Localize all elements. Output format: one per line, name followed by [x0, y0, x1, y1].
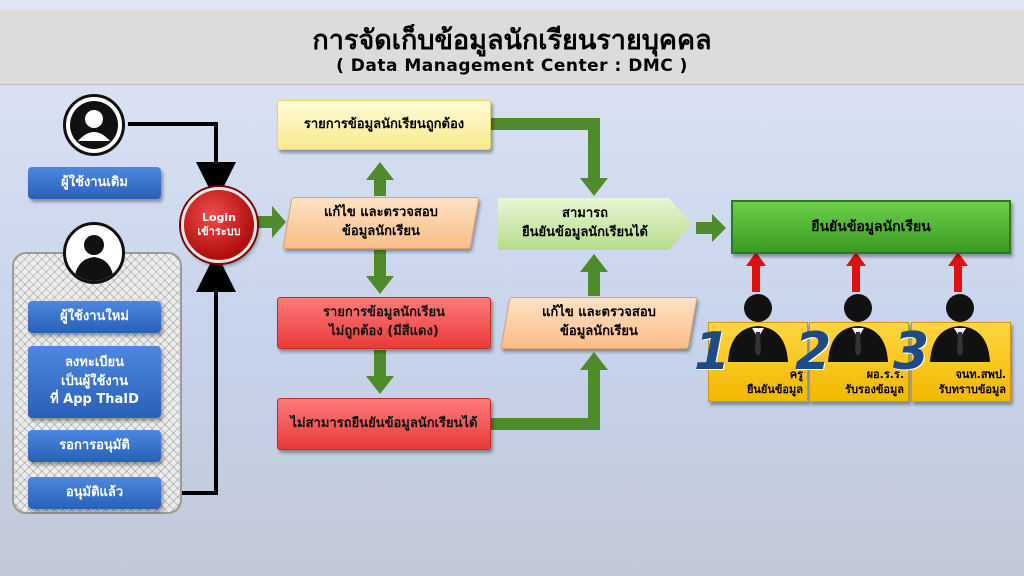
page-title: การจัดเก็บข้อมูลนักเรียนรายบุคคล	[312, 25, 712, 56]
role-3-line-1: จนท.สพป.	[955, 368, 1006, 382]
can-confirm-chevron: สามารถ ยืนยันข้อมูลนักเรียนได้	[498, 198, 692, 250]
approved-button[interactable]: อนุมัติแล้ว	[28, 477, 161, 509]
red-arrow-2	[846, 252, 866, 292]
incorrect-line-1: รายการข้อมูลนักเรียน	[323, 305, 445, 321]
incorrect-line-2: ไม่ถูกต้อง (มีสีแดง)	[329, 324, 439, 339]
role-2-line-1: ผอ.ร.ร.	[866, 368, 904, 382]
existing-user-button[interactable]: ผู้ใช้งานเดิม	[28, 167, 161, 199]
line-approved-to-login	[178, 252, 236, 495]
new-user-button[interactable]: ผู้ใช้งานใหม่	[28, 301, 161, 333]
register-line-2: เป็นผู้ใช้งาน	[61, 373, 128, 389]
page-subtitle: ( Data Management Center : DMC )	[336, 56, 688, 76]
role-1-line-1: ครู	[789, 368, 803, 382]
red-arrow-3	[948, 252, 968, 292]
register-line-1: ลงทะเบียน	[64, 354, 125, 370]
arrow-login-to-edit	[252, 206, 286, 238]
user-icon	[70, 101, 118, 149]
edit-check-1-line-1: แก้ไข และตรวจสอบ	[324, 205, 438, 221]
edit-check-2-line-1: แก้ไข และตรวจสอบ	[542, 305, 656, 321]
role-number-2: 2	[795, 322, 832, 382]
cannot-confirm-box: ไม่สามารถยืนยันข้อมูลนักเรียนได้	[277, 398, 491, 450]
incorrect-list-box: รายการข้อมูลนักเรียน ไม่ถูกต้อง (มีสีแดง…	[277, 297, 491, 349]
waiting-approval-button[interactable]: รอการอนุมัติ	[28, 430, 161, 462]
businessman-icon-2	[828, 294, 888, 362]
role-number-3: 3	[893, 322, 930, 382]
arrow-down-to-incorrect	[366, 250, 394, 294]
person-silhouette-icon	[74, 235, 114, 281]
line-existing-to-login	[128, 122, 236, 202]
register-line-3: ที่ App ThaID	[50, 392, 139, 408]
edit-check-1-line-2: ข้อมูลนักเรียน	[342, 224, 420, 239]
businessman-icon-3	[930, 294, 990, 362]
businessman-icon-1	[728, 294, 788, 362]
role-2-label: ผอ.ร.ร. รับรองข้อมูล	[845, 368, 904, 397]
login-button[interactable]: Login เข้าระบบ	[181, 187, 257, 263]
role-2-line-2: รับรองข้อมูล	[845, 382, 904, 396]
role-1-label: ครู ยืนยันข้อมูล	[747, 368, 803, 397]
arrow-cannot-to-edit2	[490, 352, 608, 430]
edit-check-2-line-2: ข้อมูลนักเรียน	[560, 324, 638, 339]
role-number-1: 1	[694, 322, 731, 382]
new-user-avatar	[63, 222, 125, 284]
role-3-label: จนท.สพป. รับทราบข้อมูล	[939, 368, 1006, 397]
confirm-data-box: ยืนยันข้อมูลนักเรียน	[731, 200, 1011, 254]
arrow-correct-to-can	[490, 118, 608, 196]
login-sub-label: เข้าระบบ	[197, 225, 241, 238]
can-confirm-line-1: สามารถ	[562, 206, 608, 222]
can-confirm-line-2: ยืนยันข้อมูลนักเรียนได้	[522, 225, 648, 240]
arrow-edit2-to-can	[580, 254, 608, 296]
edit-check-box-2: แก้ไข และตรวจสอบ ข้อมูลนักเรียน	[500, 297, 698, 349]
login-label: Login	[201, 210, 237, 224]
edit-check-box-1: แก้ไข และตรวจสอบ ข้อมูลนักเรียน	[282, 197, 480, 249]
arrow-down-to-cannot	[366, 350, 394, 394]
role-1-line-2: ยืนยันข้อมูล	[746, 382, 803, 396]
register-button[interactable]: ลงทะเบียน เป็นผู้ใช้งาน ที่ App ThaID	[28, 346, 161, 418]
existing-user-avatar	[63, 94, 125, 156]
correct-list-box: รายการข้อมูลนักเรียนถูกต้อง	[277, 100, 491, 150]
header-bar: การจัดเก็บข้อมูลนักเรียนรายบุคคล ( Data …	[0, 10, 1024, 85]
arrow-up-to-correct	[366, 162, 394, 196]
arrow-can-to-confirm	[696, 214, 726, 242]
red-arrow-1	[746, 252, 766, 292]
role-3-line-2: รับทราบข้อมูล	[938, 382, 1006, 396]
